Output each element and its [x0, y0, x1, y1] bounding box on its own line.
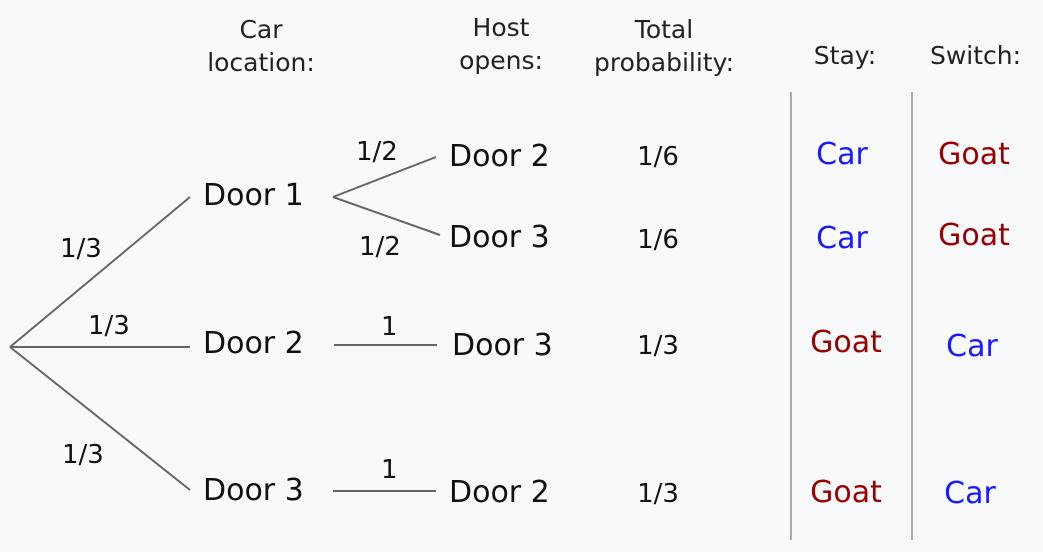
- node-door1-open3: Door 3: [449, 220, 550, 255]
- switch-outcome-row3: Car: [946, 329, 998, 364]
- total-prob-row1: 1/6: [637, 142, 679, 172]
- switch-outcome-row2: Goat: [938, 218, 1010, 253]
- node-door1: Door 1: [203, 178, 304, 213]
- header-host-opens: Host opens:: [436, 12, 566, 77]
- prob-root-door1: 1/3: [60, 234, 102, 264]
- header-total-probability-line2: probability:: [594, 47, 734, 77]
- switch-outcome-row1: Goat: [938, 137, 1010, 172]
- header-car-location-line1: Car: [239, 15, 283, 44]
- header-switch: Switch:: [929, 41, 1022, 70]
- branch-root-door1: [9, 196, 191, 348]
- node-door2-open3: Door 3: [452, 328, 553, 363]
- stay-outcome-row4: Goat: [810, 475, 882, 510]
- prob-root-door2: 1/3: [88, 311, 130, 341]
- node-door2: Door 2: [203, 326, 304, 361]
- prob-door2-open3: 1: [381, 312, 398, 342]
- stay-outcome-row3: Goat: [810, 325, 882, 360]
- stay-outcome-row1: Car: [816, 137, 868, 172]
- header-host-opens-line2: opens:: [459, 45, 543, 75]
- prob-door1-open2: 1/2: [356, 137, 398, 167]
- prob-door3-open2: 1: [381, 455, 398, 485]
- branch-door1-open2: [332, 156, 437, 198]
- prob-door1-open3: 1/2: [359, 232, 401, 262]
- branch-door1-open3: [332, 196, 441, 236]
- node-door3: Door 3: [203, 473, 304, 508]
- total-prob-row2: 1/6: [637, 225, 679, 255]
- header-host-opens-line1: Host: [472, 13, 530, 42]
- header-stay: Stay:: [813, 41, 877, 70]
- total-prob-row4: 1/3: [637, 479, 679, 509]
- branch-root-door3: [9, 346, 191, 491]
- header-car-location: Car location:: [196, 14, 326, 79]
- prob-root-door3: 1/3: [62, 440, 104, 470]
- header-car-location-line2: location:: [207, 47, 315, 77]
- stay-outcome-row2: Car: [816, 221, 868, 256]
- node-door1-open2: Door 2: [449, 139, 550, 174]
- node-door3-open2: Door 2: [449, 475, 550, 510]
- total-prob-row3: 1/3: [637, 331, 679, 361]
- header-total-probability: Total probability:: [582, 14, 746, 79]
- switch-outcome-row4: Car: [944, 476, 996, 511]
- header-total-probability-line1: Total: [634, 15, 694, 44]
